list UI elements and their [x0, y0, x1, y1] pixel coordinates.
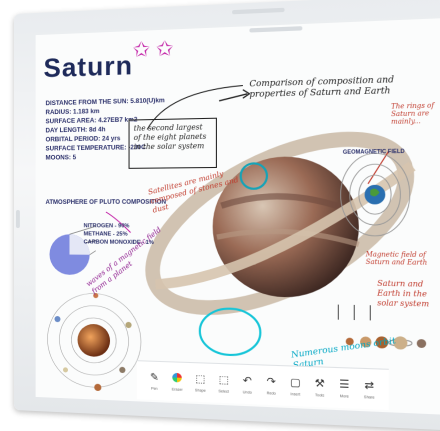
- tool-label: More: [339, 393, 349, 399]
- drawing-layer: [36, 18, 440, 392]
- moon-circle: [200, 308, 261, 356]
- whiteboard-screen[interactable]: Saturn ✩ ✩ DISTANCE FROM THE SUN: 5.810(…: [35, 18, 440, 415]
- camera-bar: [232, 7, 285, 15]
- tool-redo[interactable]: ↷ Redo: [259, 375, 283, 395]
- saturn-earth-note[interactable]: Saturn and Earth in the solar system: [377, 279, 430, 309]
- tool-undo[interactable]: ↶ Undo: [235, 375, 259, 395]
- select-icon: ⬚: [218, 373, 229, 386]
- tool-insert[interactable]: ▢ Insert: [283, 376, 307, 397]
- star-doodle: ✩ ✩: [132, 37, 174, 62]
- ring-note[interactable]: The rings of Saturn are mainly...: [391, 102, 435, 126]
- tool-share[interactable]: ⇄ Share: [357, 379, 382, 399]
- tool-label: Insert: [290, 391, 301, 397]
- tool-select[interactable]: ⬚ Select: [212, 374, 235, 394]
- tool-label: Shape: [194, 387, 206, 393]
- redo-icon: ↷: [266, 375, 276, 388]
- tool-palette[interactable]: Eraser: [166, 372, 189, 392]
- tool-label: Tools: [315, 392, 325, 398]
- tool-pen[interactable]: ✎ Pen: [143, 371, 166, 390]
- solar-system-diagram: [48, 292, 141, 392]
- tool-label: Undo: [242, 389, 252, 395]
- tool-label: Redo: [266, 390, 276, 396]
- tool-shape[interactable]: ⬚ Shape: [189, 373, 212, 393]
- pluto-title: ATMOSPHERE OF PLUTO COMPOSITION: [45, 199, 167, 206]
- saturn-planet: [212, 155, 359, 299]
- pluto-item: NITROGEN - 90%: [83, 223, 130, 230]
- handwritten-note-box[interactable]: the second largest of the eight planets …: [128, 117, 217, 169]
- tool-tools[interactable]: ⚒ Tools: [307, 377, 332, 397]
- tool-label: Pen: [151, 385, 158, 391]
- pen-icon: ✎: [149, 371, 159, 384]
- tool-label: Eraser: [171, 386, 183, 392]
- page-title: Saturn: [43, 49, 134, 84]
- comparison-note[interactable]: Comparison of composition and properties…: [249, 74, 395, 100]
- shape-icon: ⬚: [195, 373, 206, 385]
- share-icon: ⇄: [364, 379, 375, 392]
- tool-more[interactable]: ☰ More: [332, 378, 357, 398]
- display-bezel: Saturn ✩ ✩ DISTANCE FROM THE SUN: 5.810(…: [14, 0, 440, 431]
- more-icon: ☰: [339, 378, 350, 391]
- tool-label: Select: [218, 388, 229, 394]
- tools-icon: ⚒: [314, 377, 325, 390]
- magnetic-note[interactable]: Magnetic field of Saturn and Earth: [365, 250, 428, 267]
- geomagnetic-label: GEOMAGNETIC FIELD: [342, 148, 405, 156]
- insert-icon: ▢: [290, 376, 301, 389]
- side-button[interactable]: [15, 209, 20, 229]
- palette-icon: [172, 372, 182, 385]
- tool-label: Share: [363, 394, 375, 400]
- undo-icon: ↶: [242, 374, 252, 387]
